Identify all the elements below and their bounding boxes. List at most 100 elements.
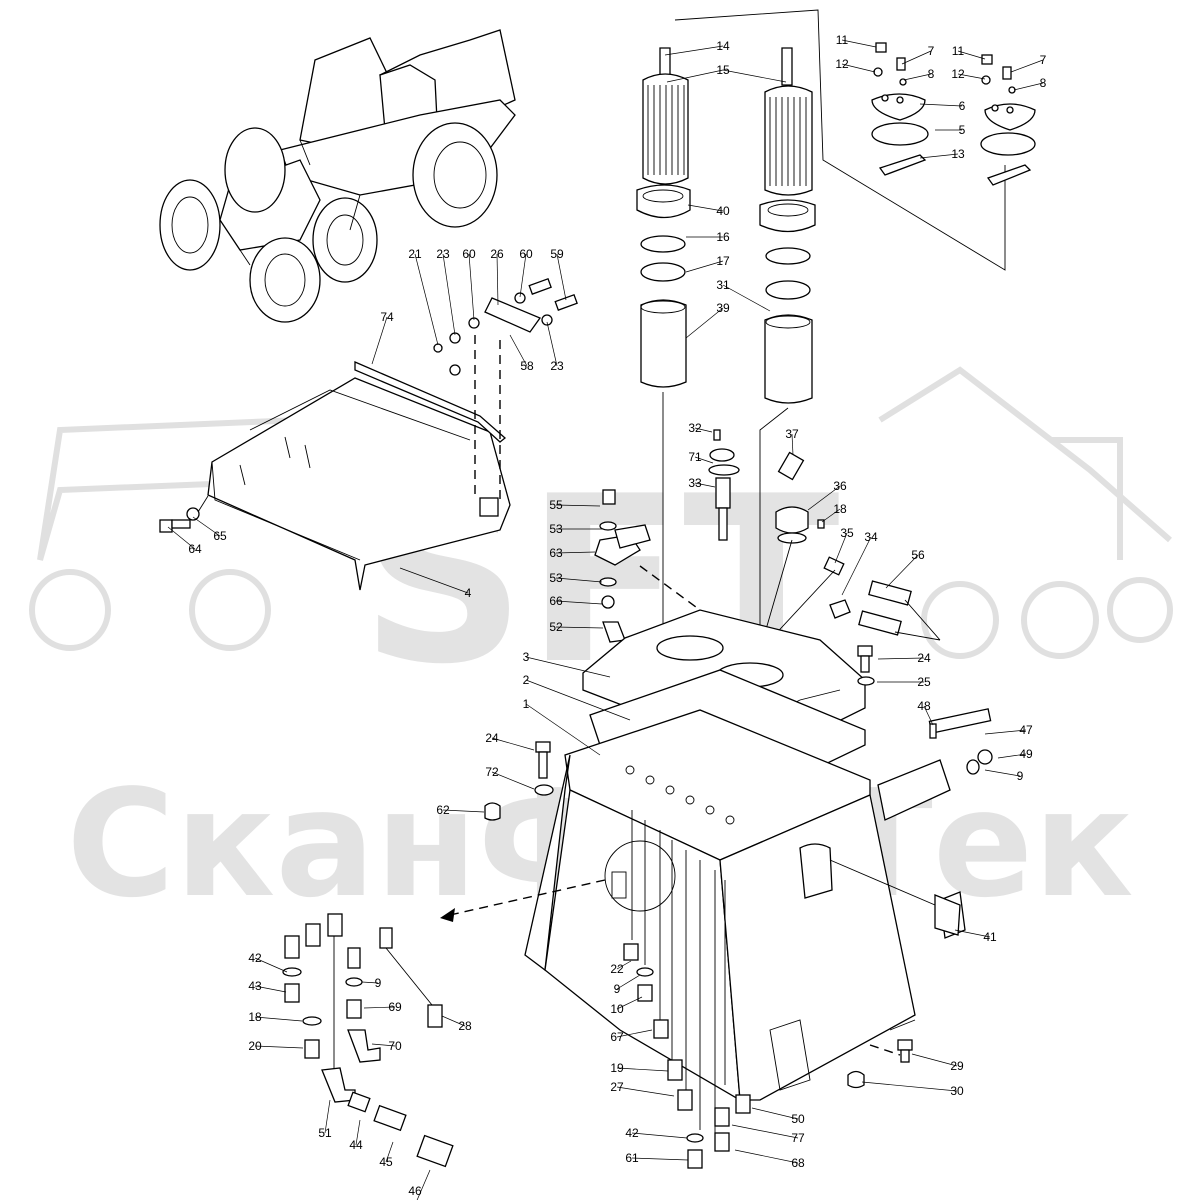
leader-c13 [919,153,959,159]
leader-c4 [399,567,469,594]
leader-c65 [192,516,221,537]
bolt-64-washer-65 [159,495,209,533]
leader-c39 [685,307,724,339]
fitting-kit [282,913,454,1168]
leader-c9c [361,981,379,984]
leader-c2 [525,679,631,721]
middle-hardware [708,429,941,651]
callout-c31: 31 [716,278,730,292]
callout-c16: 16 [716,230,730,244]
leader-c6 [919,103,963,107]
leader-c7b [1010,59,1044,73]
leader-c43 [254,985,287,993]
leader-c24a [877,657,925,660]
callout-c66: 66 [549,594,563,608]
leader-c34 [841,536,872,596]
callout-c72: 72 [485,765,499,779]
leader-c62 [442,809,485,813]
tank-body [524,754,966,1102]
leader-c48 [923,705,934,726]
callout-c41: 41 [983,930,997,944]
leader-c33 [694,482,716,488]
callout-c43: 43 [248,979,262,993]
callout-c64: 64 [188,542,202,556]
leader-c42b [631,1132,688,1139]
bolt-holes [625,765,735,825]
handle-41 [829,859,961,936]
leader-c31 [722,284,771,312]
callout-c18b: 18 [248,1010,262,1024]
callout-c74: 74 [380,310,394,324]
tube-hardware [928,708,993,775]
leader-c19 [616,1067,669,1072]
callout-c1: 1 [523,697,530,711]
callout-c60b: 60 [519,247,533,261]
callout-c68: 68 [791,1156,805,1170]
callout-c44: 44 [349,1138,363,1152]
leader-c11b [957,50,986,60]
leader-c68 [734,1149,799,1164]
callout-c9a: 9 [1017,769,1024,783]
callout-c50: 50 [791,1112,805,1126]
callout-c18a: 18 [833,502,847,516]
callout-c22: 22 [610,962,624,976]
callout-c47: 47 [1019,723,1033,737]
callout-c24a: 24 [917,651,931,665]
leader-c12b [957,73,986,80]
callout-c36: 36 [833,479,847,493]
callout-c9b: 9 [614,982,621,996]
leader-c74 [371,316,388,365]
callout-c29: 29 [950,1059,964,1073]
callout-c56: 56 [911,548,925,562]
callout-c23a: 23 [436,247,450,261]
callout-c77: 77 [791,1131,805,1145]
leader-c14 [664,45,724,56]
leader-c15b [722,69,787,83]
callout-c32: 32 [688,421,702,435]
leader-c32 [694,427,713,433]
leader-c1 [525,703,601,756]
callout-c33: 33 [688,476,702,490]
leader-c17 [685,260,724,273]
leader-c71 [694,456,714,464]
leader-c45 [385,1141,394,1163]
callout-c13: 13 [951,147,965,161]
left-hardware [484,741,554,821]
leader-c20 [254,1045,304,1049]
callout-c46: 46 [408,1184,422,1198]
callout-c8b: 8 [1040,76,1047,90]
callout-c71: 71 [688,450,702,464]
callout-c27: 27 [610,1080,624,1094]
callout-c42b: 42 [625,1126,639,1140]
callout-c11a: 11 [836,33,849,47]
callout-c14: 14 [716,39,730,53]
drain-fittings [623,810,913,1169]
leader-c11a [841,39,877,48]
leader-c66 [555,600,603,605]
hood-assembly [207,361,511,591]
filter-left [636,47,691,640]
arrow-to-fittings [440,879,606,922]
callout-c37: 37 [785,427,799,441]
leader-c7a [901,50,932,65]
leader-c18b [254,1016,303,1022]
leader-c8a [903,73,932,81]
callout-c25: 25 [917,675,931,689]
callout-c39: 39 [716,301,730,315]
callout-c45: 45 [379,1155,393,1169]
callout-c2: 2 [523,673,530,687]
callout-c42a: 42 [248,951,262,965]
leader-c27 [616,1086,675,1097]
callout-c34: 34 [864,530,878,544]
leader-c60a [468,253,475,321]
leader-c8b [1013,82,1044,91]
leader-c37 [791,433,794,456]
leader-c12a [841,63,876,73]
callout-c23b: 23 [550,359,564,373]
callout-c28: 28 [458,1019,472,1033]
leader-c29 [911,1053,958,1067]
leader-c30 [861,1081,958,1092]
